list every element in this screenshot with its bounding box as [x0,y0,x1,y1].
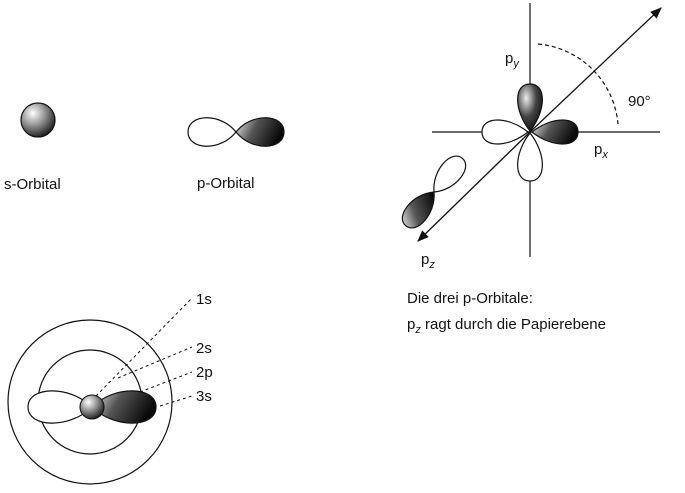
caption-line-1: Die drei p-Orbitale: [407,290,533,307]
px-lobe-right-dark [531,119,579,145]
caption-line-2: pz ragt durch die Papierebene [407,316,606,336]
shell-label-1s: 1s [196,291,212,308]
diagonal-arrow-up [529,7,662,133]
pz-lobe-dark [401,191,435,229]
s-orbital-sphere [20,102,56,138]
p-orbital-lobe-light [187,117,237,147]
shell-label-2s: 2s [196,340,212,357]
px-label: px [594,141,608,161]
leader-1s [95,297,193,397]
pz-lobe-light [433,155,467,193]
shell-1s-core [79,394,105,420]
pz-label: pz [421,251,435,271]
svg-text:pz: pz [421,251,435,271]
py-lobe-down-light [517,132,543,182]
py-lobe-up-dark [517,83,543,132]
svg-text:px: px [594,141,608,161]
pz-orbital-shape [401,155,467,229]
right-angle-arc [537,43,619,125]
py-label: py [505,50,520,70]
p-orbital-lobe-dark [235,117,285,147]
shell-2p-lobe-left [27,390,93,424]
z-axis-arrow [417,131,531,242]
shell-2p-lobe-right [91,390,157,424]
s-orbital-label: s-Orbital [4,176,61,193]
svg-text:py: py [505,50,520,70]
shell-label-3s: 3s [196,388,212,405]
leader-2s [117,346,193,379]
p-orbital-shape [187,117,285,147]
shell-label-2p: 2p [196,364,213,381]
p-orbital-label: p-Orbital [197,175,255,192]
px-lobe-left-light [481,119,529,145]
angle-label: 90° [628,93,651,110]
